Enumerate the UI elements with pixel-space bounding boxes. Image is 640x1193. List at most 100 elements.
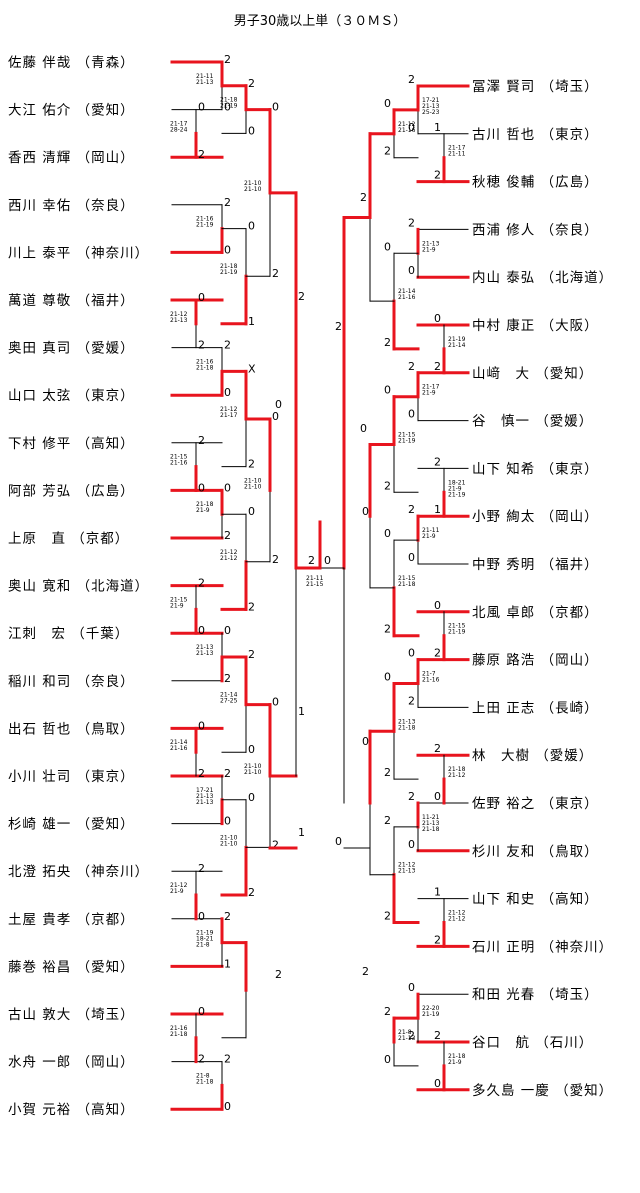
match-score: 21-14 xyxy=(448,342,466,349)
match-score: 21-10 xyxy=(244,186,262,193)
player-name: 杉川 友和 （鳥取） xyxy=(472,844,599,860)
match-result-mark: 0 xyxy=(384,671,391,684)
player-name: 北澄 拓央 （神奈川） xyxy=(8,864,149,880)
match-result-mark: X xyxy=(248,362,256,375)
match-result-mark: 0 xyxy=(408,838,415,851)
match-score: 21-9 xyxy=(448,1059,462,1066)
match-score: 21-18 xyxy=(448,766,466,773)
match-score: 27-25 xyxy=(220,698,238,705)
match-result-mark: 0 xyxy=(224,243,231,256)
match-result-mark: 1 xyxy=(434,121,441,134)
match-score: 21-19 xyxy=(448,491,466,498)
final-score: 21-15 xyxy=(306,581,324,588)
result-mark: 2 xyxy=(360,191,367,204)
match-result-mark: 2 xyxy=(198,862,205,875)
match-result-mark: 2 xyxy=(384,623,391,636)
match-score: 21-10 xyxy=(220,840,238,847)
match-score: 21-13 xyxy=(196,793,214,800)
match-result-mark: 2 xyxy=(224,529,231,542)
match-result-mark: 0 xyxy=(384,240,391,253)
match-result-mark: 2 xyxy=(224,672,231,685)
match-score: 11-21 xyxy=(422,814,440,821)
match-result-mark: 2 xyxy=(434,933,441,946)
result-mark: 2 xyxy=(362,965,369,978)
match-score: 21-18 xyxy=(220,263,238,270)
match-result-mark: 2 xyxy=(224,910,231,923)
match-score: 21-13 xyxy=(196,79,214,86)
match-result-mark: 2 xyxy=(434,1029,441,1042)
match-score: 21-8 xyxy=(398,1029,412,1036)
player-name: 谷口 航 （石川） xyxy=(472,1035,593,1051)
match-result-mark: 2 xyxy=(224,1053,231,1066)
match-result-mark: 2 xyxy=(384,910,391,923)
player-name: 山口 太弦 （東京） xyxy=(8,388,135,404)
match-score: 21-14 xyxy=(398,288,416,295)
match-score: 21-12 xyxy=(220,555,238,562)
match-result-mark: 2 xyxy=(248,886,255,899)
match-score: 21-15 xyxy=(170,454,188,461)
match-result-mark: 2 xyxy=(408,503,415,516)
match-result-mark: 2 xyxy=(434,360,441,373)
match-score: 21-17 xyxy=(422,384,440,391)
player-name: 古川 哲也 （東京） xyxy=(472,127,599,143)
match-result-mark: 0 xyxy=(198,481,205,494)
match-score: 21-15 xyxy=(398,432,416,439)
player-name: 出石 哲也 （鳥取） xyxy=(8,721,135,737)
match-score: 21-8 xyxy=(196,1072,210,1079)
result-mark: 0 xyxy=(275,398,282,411)
match-score: 21-12 xyxy=(398,862,416,869)
player-name: 和田 光春 （埼玉） xyxy=(472,987,599,1003)
player-name: 中野 秀明 （福井） xyxy=(472,557,599,573)
match-result-mark: 2 xyxy=(248,648,255,661)
result-mark: 0 xyxy=(335,835,342,848)
match-result-mark: 0 xyxy=(384,1053,391,1066)
final-mark: 2 xyxy=(308,554,315,567)
match-result-mark: 2 xyxy=(408,694,415,707)
player-name: 秋穂 俊輔 （広島） xyxy=(472,175,599,191)
match-result-mark: 0 xyxy=(408,408,415,421)
match-result-mark: 0 xyxy=(408,551,415,564)
match-result-mark: 0 xyxy=(224,1100,231,1113)
player-name: 藤巻 裕昌 （愛知） xyxy=(8,958,135,975)
result-mark: 2 xyxy=(298,290,305,303)
match-result-mark: 2 xyxy=(248,600,255,613)
match-result-mark: 2 xyxy=(224,196,231,209)
match-score: 21-16 xyxy=(398,127,416,134)
match-result-mark: 2 xyxy=(224,767,231,780)
match-result-mark: 2 xyxy=(434,742,441,755)
match-score: 21-9 xyxy=(422,390,436,397)
match-score: 21-12 xyxy=(170,311,188,318)
match-score: 21-13 xyxy=(196,644,214,651)
match-score: 21-16 xyxy=(196,358,214,365)
match-score: 21-14 xyxy=(170,739,188,746)
player-name: 中村 康正 （大阪） xyxy=(472,317,599,334)
match-result-mark: 2 xyxy=(434,455,441,468)
player-name: 冨澤 賢司 （埼玉） xyxy=(472,79,599,95)
player-name: 山下 和史 （高知） xyxy=(472,891,599,908)
player-name: 西川 幸佑 （奈良） xyxy=(8,198,135,214)
result-mark: 1 xyxy=(298,826,305,839)
match-score: 21-17 xyxy=(220,412,238,419)
match-result-mark: 0 xyxy=(408,121,415,134)
match-score: 21-10 xyxy=(244,483,262,490)
match-result-mark: 2 xyxy=(408,1029,415,1042)
player-name: 萬道 尊敬 （福井） xyxy=(8,293,135,309)
match-result-mark: 0 xyxy=(272,696,279,709)
match-score: 21-18 xyxy=(422,826,440,833)
match-score: 21-10 xyxy=(220,834,238,841)
match-score: 21-15 xyxy=(398,575,416,582)
match-score: 21-12 xyxy=(220,549,238,556)
match-result-mark: 0 xyxy=(198,910,205,923)
match-result-mark: 0 xyxy=(384,527,391,540)
match-score: 21-16 xyxy=(170,1025,188,1032)
player-name: 古山 敦大 （埼玉） xyxy=(8,1007,135,1023)
match-score: 21-19 xyxy=(448,336,466,343)
match-score: 21-12 xyxy=(170,882,188,889)
match-score: 21-13 xyxy=(196,650,214,657)
match-result-mark: 0 xyxy=(248,505,255,518)
match-result-mark: 0 xyxy=(434,790,441,803)
match-result-mark: 0 xyxy=(198,624,205,637)
player-name: 奥山 寛和 （北海道） xyxy=(8,578,149,595)
player-name: 大江 佑介 （愛知） xyxy=(8,102,135,119)
